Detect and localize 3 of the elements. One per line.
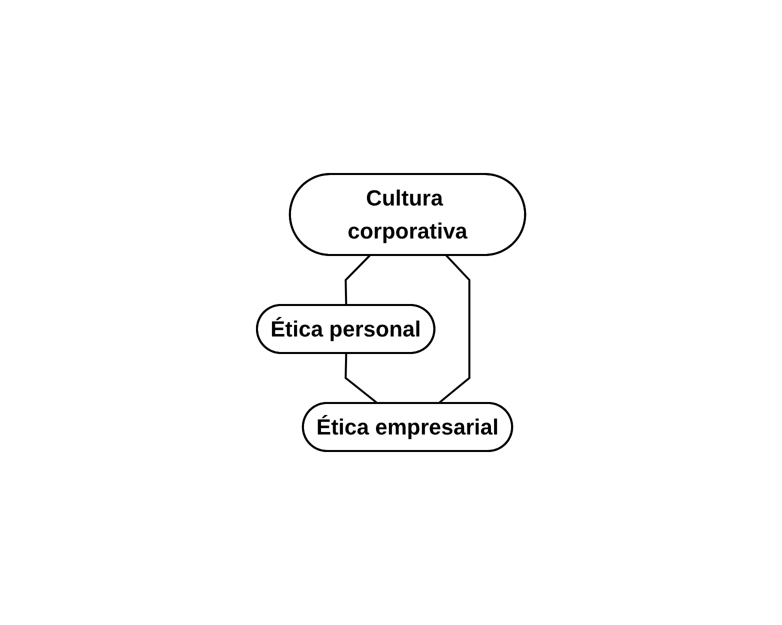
connector xyxy=(344,353,378,404)
connector xyxy=(438,254,470,404)
connector xyxy=(344,254,370,306)
